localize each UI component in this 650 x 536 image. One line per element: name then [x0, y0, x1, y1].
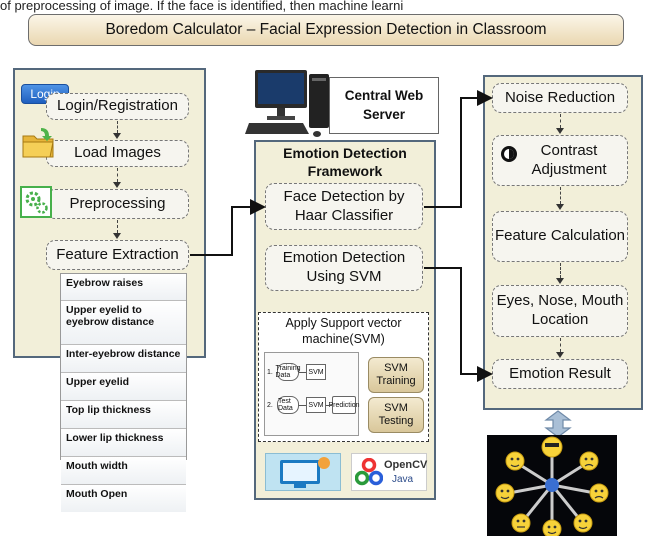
feature-extraction-step: Feature Extraction — [46, 240, 189, 270]
svm-row-number: 1. — [267, 369, 273, 376]
noise-reduction-step: Noise Reduction — [492, 83, 628, 113]
feature-item: Eyebrow raises — [61, 274, 186, 301]
framework-title: Emotion Detection Framework — [283, 145, 407, 180]
svm-node: SVM — [306, 364, 326, 380]
opencv-icon — [355, 458, 383, 486]
preprocessing-step: Preprocessing — [46, 189, 189, 219]
prediction-node: Prediction — [328, 396, 360, 414]
computer-icon — [245, 68, 335, 138]
flow-arrow — [117, 168, 118, 182]
folder-icon — [21, 126, 57, 160]
flow-arrow-head — [556, 352, 564, 358]
svm-row-number: 2. — [267, 402, 273, 409]
eyes-nose-mouth-location-step: Eyes, Nose, Mouth Location — [492, 285, 628, 337]
diagram-title: Boredom Calculator – Facial Expression D… — [28, 14, 624, 46]
feature-list: Eyebrow raises Upper eyelid to eyebrow d… — [60, 273, 187, 512]
gears-icon — [20, 186, 52, 218]
opencv-java-logo: OpenCV Java — [351, 453, 427, 491]
emotion-detection-svm-step: Emotion Detection Using SVM — [265, 245, 423, 291]
flow-arrow-head — [113, 233, 121, 239]
opencv-label: OpenCV — [384, 459, 428, 471]
feature-item: Inter-eyebrow distance — [61, 345, 186, 373]
flow-arrow — [117, 121, 118, 133]
connector-arrow — [190, 199, 266, 256]
flow-arrow — [560, 338, 561, 352]
flow-arrow-head — [556, 204, 564, 210]
flow-arrow-head — [556, 278, 564, 284]
flow-arrow-head — [113, 133, 121, 139]
feature-item: Upper eyelid to eyebrow distance — [61, 301, 186, 345]
feature-calculation-step: Feature Calculation — [492, 211, 628, 262]
feature-item: Upper eyelid — [61, 373, 186, 401]
contrast-adjustment-step: Contrast Adjustment — [492, 135, 628, 186]
java-label: Java — [392, 474, 414, 485]
flow-arrow-head — [556, 128, 564, 134]
double-arrow-icon — [543, 410, 573, 438]
connector-arrow — [424, 267, 493, 382]
login-registration-step: Login/Registration — [46, 93, 189, 120]
svm-box-title: Apply Support vector machine(SVM) — [285, 316, 402, 346]
emotions-image — [487, 435, 617, 536]
web-monitor-icon — [265, 453, 341, 491]
load-images-step: Load Images — [46, 140, 189, 167]
mini-arrow — [326, 405, 332, 406]
emotion-result-step: Emotion Result — [492, 359, 628, 389]
svm-testing-box: SVM Testing — [368, 397, 424, 433]
flow-arrow — [117, 220, 118, 233]
cut-off-caption: of preprocessing of image. If the face i… — [0, 0, 404, 13]
test-data-node: Test Data — [277, 396, 299, 414]
contrast-icon — [500, 145, 518, 163]
flow-arrow — [560, 263, 561, 278]
central-web-server-label: Central Web Server — [329, 77, 439, 134]
feature-item: Mouth Open — [61, 485, 186, 512]
connector-arrow — [424, 90, 493, 208]
svm-training-box: SVM Training — [368, 357, 424, 393]
flow-arrow-head — [113, 182, 121, 188]
svm-node: SVM — [306, 397, 326, 413]
training-data-node: Training Data — [275, 363, 301, 381]
flow-arrow — [560, 114, 561, 128]
feature-item: Lower lip thickness — [61, 429, 186, 457]
flow-arrow — [560, 187, 561, 204]
mini-arrow — [299, 405, 306, 406]
feature-item: Top lip thickness — [61, 401, 186, 429]
mini-arrow — [299, 372, 306, 373]
feature-item: Mouth width — [61, 457, 186, 485]
